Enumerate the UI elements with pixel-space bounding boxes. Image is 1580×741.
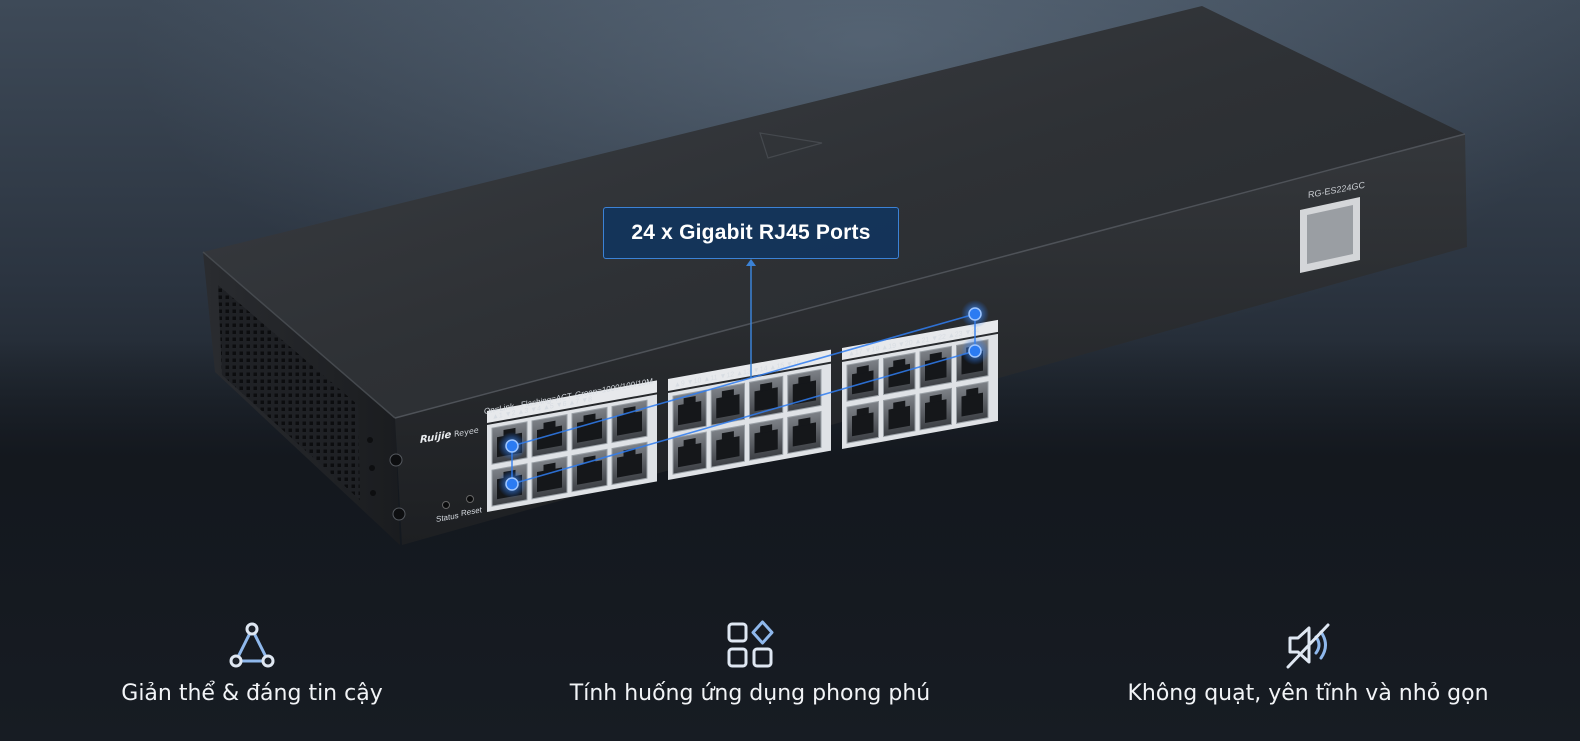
reset-label: Reset <box>461 505 483 518</box>
rj45-port-socket <box>577 418 602 443</box>
rj45-port-latch <box>760 424 773 434</box>
feature-item-fanless: Không quạt, yên tĩnh và nhỏ gọn <box>1088 615 1528 735</box>
ports-callout: 24 x Gigabit RJ45 Ports <box>603 207 899 259</box>
rj45-port-socket <box>617 453 642 478</box>
rj45-port-socket <box>925 399 947 424</box>
brand-reyee: Reyee <box>454 425 479 438</box>
rj45-port-latch <box>721 389 734 399</box>
rj45-port-socket <box>537 467 562 492</box>
feature-label-applications: Tính huống ứng dụng phong phú <box>569 681 931 706</box>
rj45-port-latch <box>683 438 696 448</box>
rj45-port-latch <box>893 400 906 410</box>
rj45-port-socket <box>754 387 778 412</box>
rj45-port-socket <box>888 363 910 388</box>
rj45-port-socket <box>716 436 740 461</box>
feature-item-applications: Tính huống ứng dụng phong phú <box>530 615 970 735</box>
apps-grid-icon <box>727 620 774 668</box>
rj45-port-socket <box>852 412 874 437</box>
rj45-port-socket <box>678 443 702 468</box>
feature-label-reliable: Giản thể & đáng tin cậy <box>121 681 383 706</box>
feature-label-fanless: Không quạt, yên tĩnh và nhỏ gọn <box>1127 681 1489 706</box>
rj45-port-latch <box>683 396 696 406</box>
rj45-port-socket <box>716 394 740 419</box>
rj45-port-socket <box>754 429 778 454</box>
rj45-port-socket <box>852 370 874 395</box>
status-label: Status <box>436 511 459 524</box>
feature-list: Giản thể & đáng tin cậy Tính huống ứng d… <box>0 615 1580 735</box>
rj45-port-latch <box>721 431 734 441</box>
rj45-port-latch <box>893 358 906 368</box>
feature-item-reliable: Giản thể & đáng tin cậy <box>32 615 472 735</box>
mute-speaker-icon <box>1286 623 1330 669</box>
rj45-port-latch <box>856 365 869 375</box>
rj45-port-socket <box>537 425 562 450</box>
rj45-port-socket <box>617 411 642 436</box>
rj45-port-latch <box>929 352 942 362</box>
side-vents <box>218 285 360 500</box>
port-group-1 <box>487 380 657 512</box>
highlight-dots <box>498 300 989 498</box>
rj45-port-latch <box>798 417 811 427</box>
rj45-port-socket <box>961 392 983 417</box>
rj45-port-latch <box>798 375 811 385</box>
rj45-port-socket <box>792 422 816 447</box>
rj45-port-socket <box>792 380 816 405</box>
rj45-port-socket <box>888 405 910 430</box>
rj45-port-latch <box>929 394 942 404</box>
rj45-port-socket <box>678 401 702 426</box>
top-logo-mark <box>759 132 823 159</box>
port-group-2 <box>668 349 831 480</box>
rj45-port-latch <box>966 387 979 397</box>
network-triangle-icon <box>229 622 275 668</box>
rj45-port-latch <box>856 407 869 417</box>
rj45-port-latch <box>583 413 596 423</box>
rj45-port-latch <box>543 462 556 472</box>
rj45-port-latch <box>760 382 773 392</box>
rj45-port-socket <box>577 460 602 485</box>
rj45-port-latch <box>543 420 556 430</box>
